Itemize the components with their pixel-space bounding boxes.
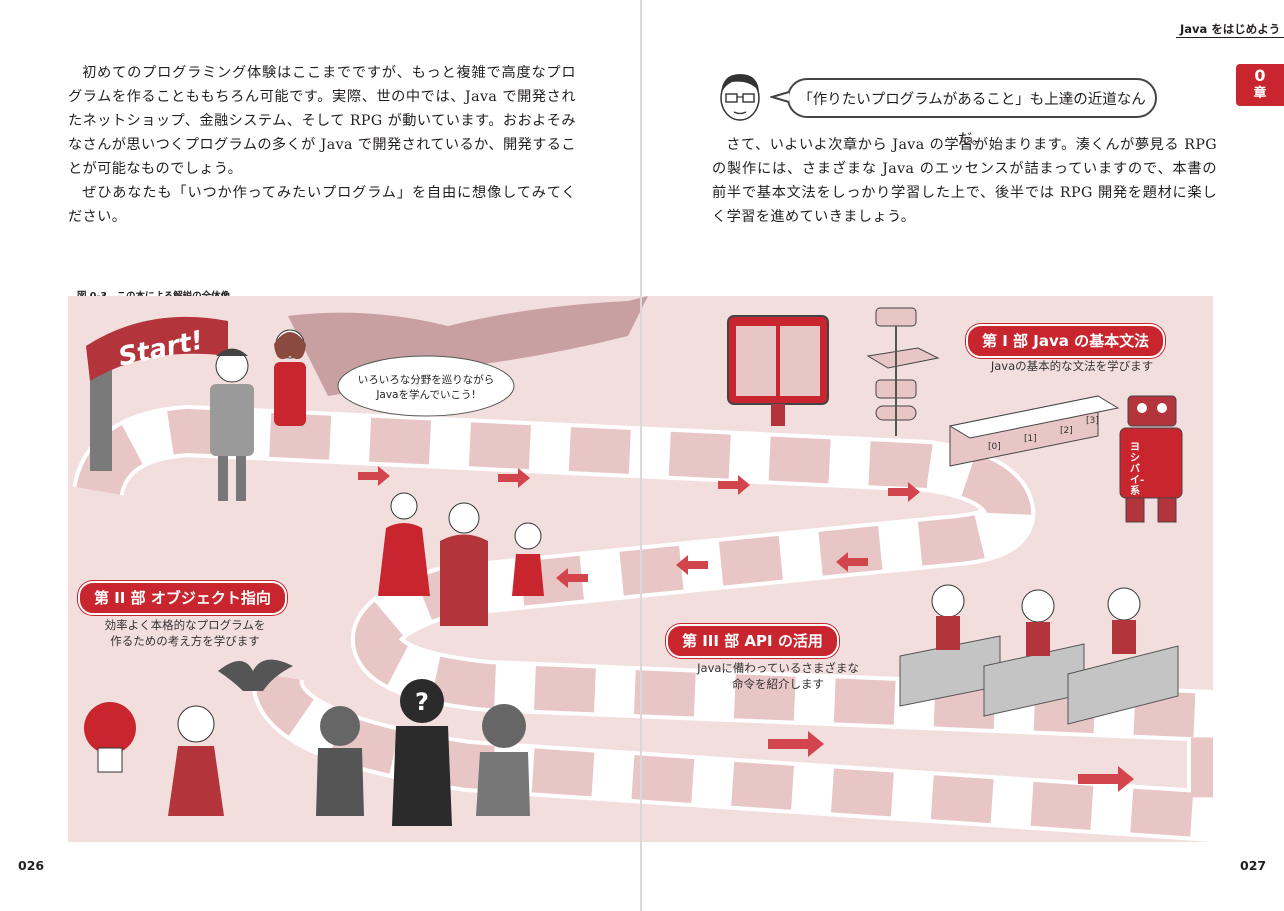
path-arrows	[358, 466, 1134, 792]
syntax-props	[727, 307, 1183, 523]
chapter-tab: 0 章	[1236, 64, 1284, 106]
royal-characters	[378, 492, 544, 626]
figure-bubble-shape	[337, 355, 515, 417]
right-paragraph: さて、いよいよ次章から Java の学習が始まります。湊くんが夢見る RPG の…	[712, 137, 1217, 225]
robot-label: ヨシバイ-系	[1130, 442, 1145, 497]
left-paragraph-2: ぜひあなたも「いつか作ってみたいプログラム」を自由に想像してみてください。	[68, 185, 576, 225]
array-label-0: [0]	[988, 442, 1001, 452]
chapter-kanji: 章	[1253, 86, 1267, 101]
speech-tail	[770, 91, 790, 103]
page-number-left: 026	[18, 858, 45, 873]
array-label-1: [1]	[1024, 434, 1037, 444]
array-label-2: [2]	[1060, 426, 1073, 436]
part1-subtitle: Javaの基本的な文法を学びます	[990, 359, 1154, 373]
left-prose: 初めてのプログラミング体験はここまでですが、もっと複雑で高度なプログラムを作るこ…	[68, 61, 576, 229]
author-avatar	[720, 74, 760, 121]
start-gate	[86, 316, 228, 471]
speech-bubble: 「作りたいプログラムがあること」も上達の近道なんだ。	[787, 78, 1157, 148]
left-paragraph-1: 初めてのプログラミング体験はここまでですが、もっと複雑で高度なプログラムを作るこ…	[68, 65, 576, 177]
book-gutter	[640, 0, 642, 911]
array-label-3: [3]	[1086, 416, 1099, 426]
running-header: Java をはじめよう	[1180, 22, 1281, 36]
chapter-number: 0	[1254, 66, 1266, 85]
warriors-podium	[899, 584, 1179, 725]
part1-title: 第 I 部 Java の基本文法	[966, 324, 1166, 358]
part2-title: 第 II 部 オブジェクト指向	[78, 581, 287, 615]
road-tiles	[76, 409, 1213, 838]
part3-subtitle: Javaに備わっているさまざまな 命令を紹介します	[697, 661, 859, 691]
starting-characters	[210, 329, 306, 501]
part2-subtitle: 効率よく本格的なプログラムを 作るための考え方を学びます	[104, 618, 266, 648]
monsters: ?	[84, 659, 530, 826]
page-number-right: 027	[1240, 858, 1267, 873]
svg-text:?: ?	[415, 688, 429, 716]
robot	[1119, 395, 1183, 523]
part3-title: 第 III 部 API の活用	[666, 624, 839, 658]
header-rule	[1176, 37, 1284, 38]
figure-bubble-text: いろいろな分野を巡りながら Javaを学んでいこう!	[357, 374, 495, 401]
right-prose: さて、いよいよ次章から Java の学習が始まります。湊くんが夢見る RPG の…	[712, 133, 1217, 229]
